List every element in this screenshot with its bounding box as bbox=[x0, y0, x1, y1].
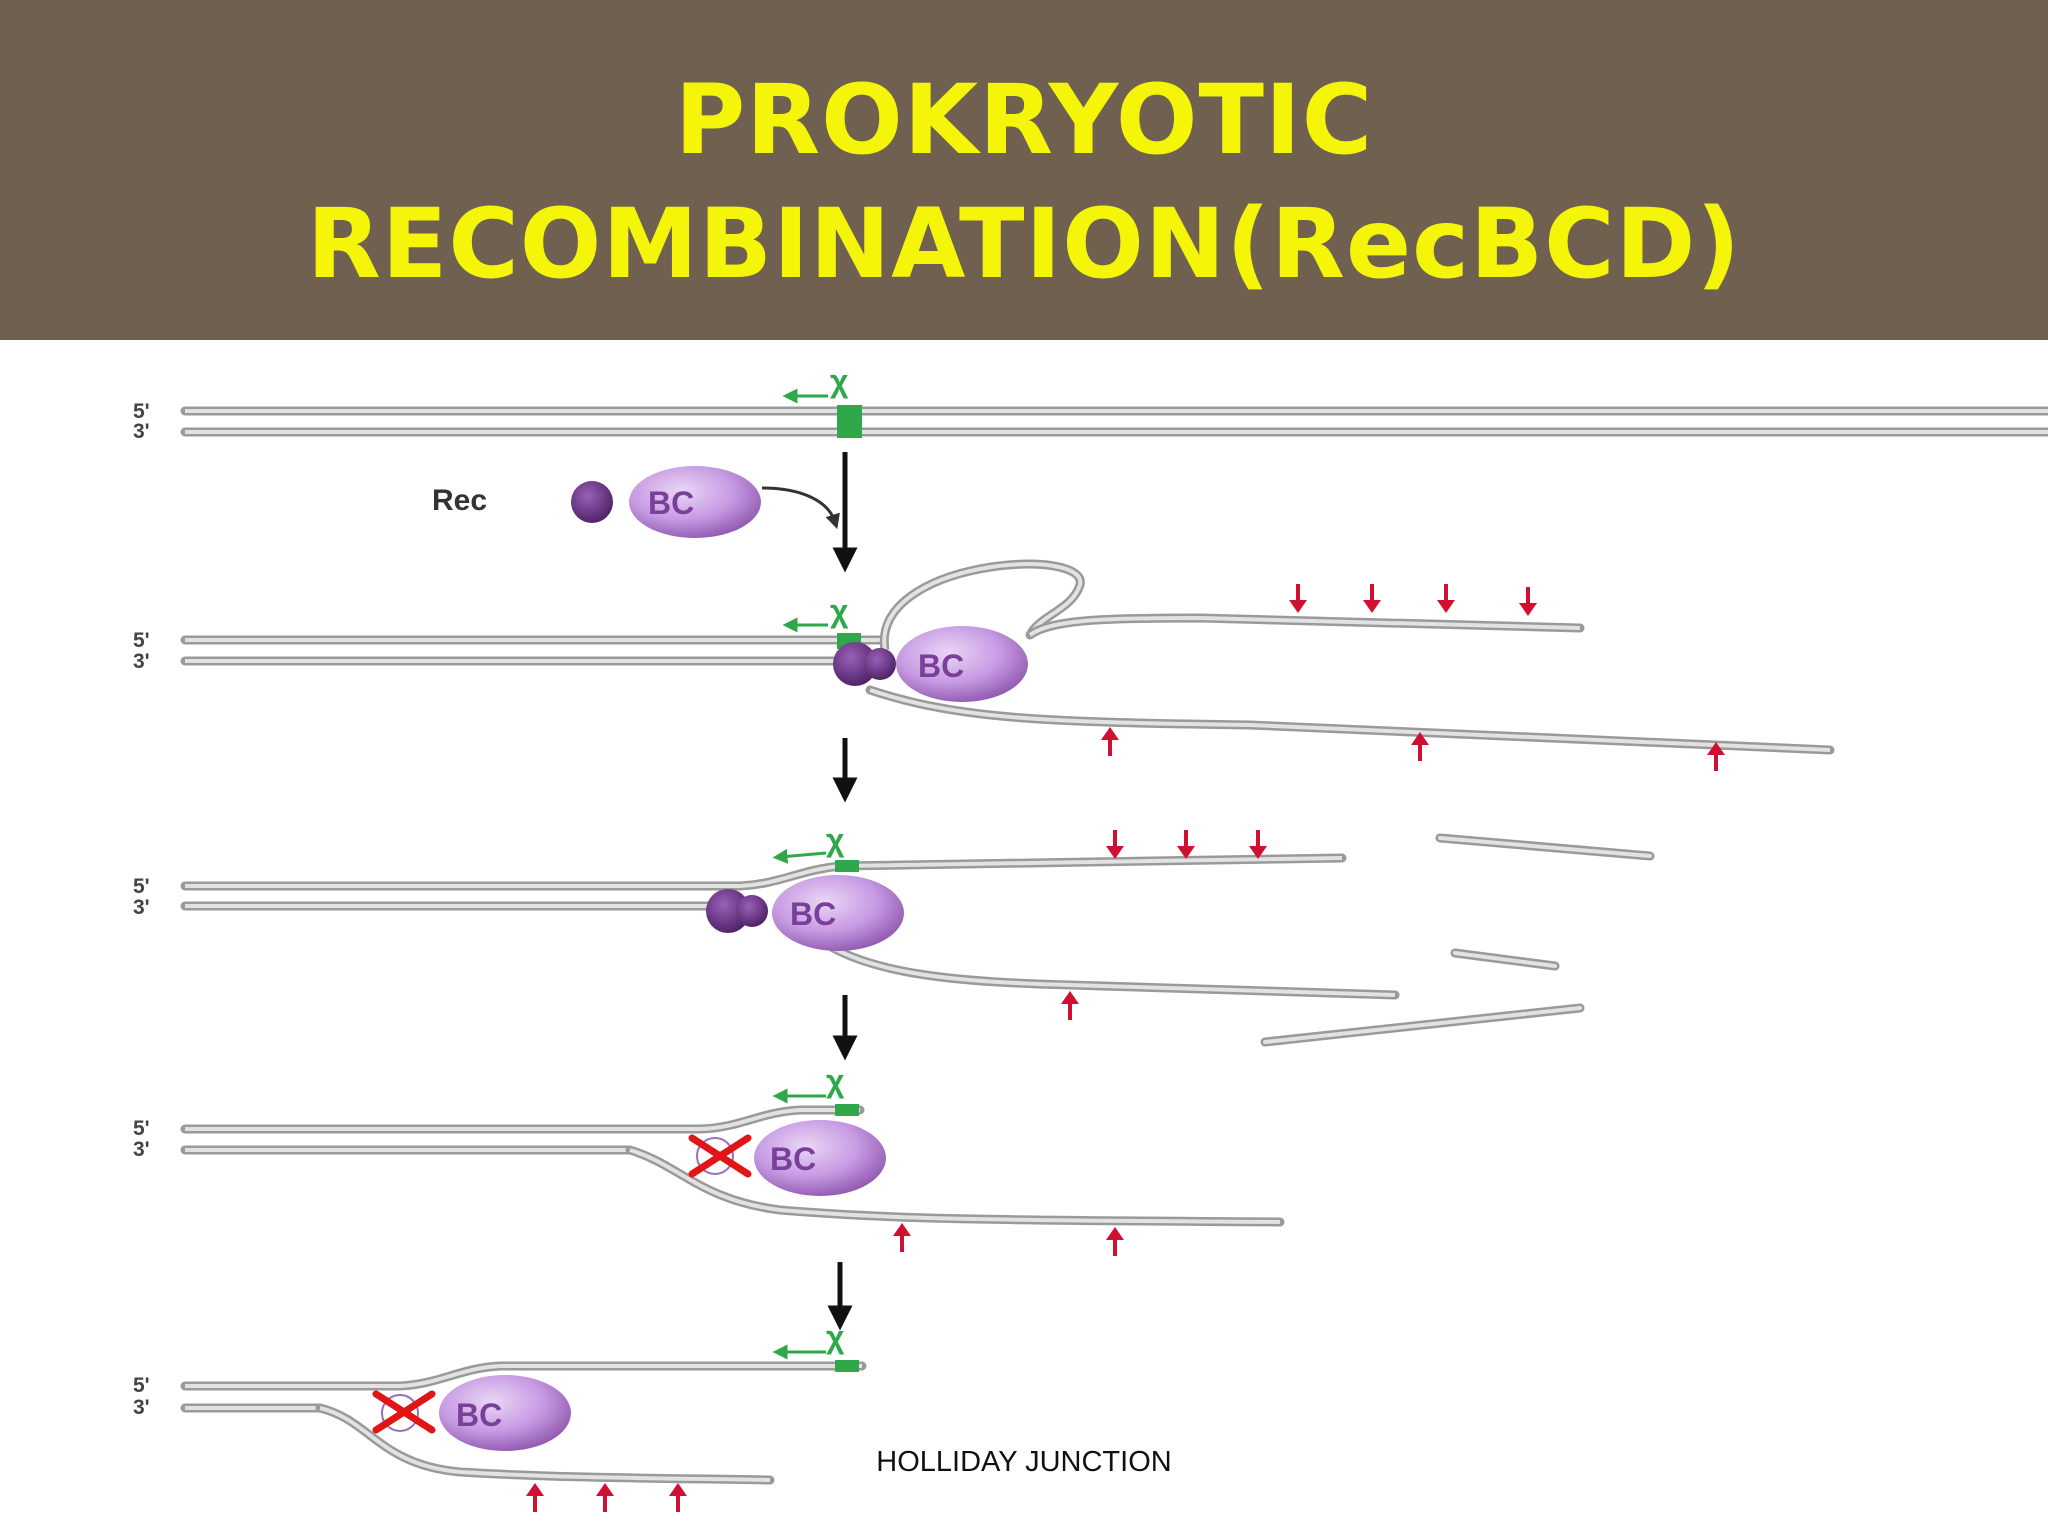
enzyme-label: BC bbox=[918, 648, 964, 684]
recd-inactivated-cross bbox=[688, 1134, 752, 1178]
enzyme-label: BC bbox=[648, 485, 694, 521]
stage-5-overhang: 5' 3' χ BC bbox=[133, 1319, 867, 1514]
five-prime-label: 5' bbox=[133, 400, 150, 423]
recbcd-enzyme: BC bbox=[706, 875, 904, 951]
cut-arrows-bottom bbox=[1059, 989, 1081, 1022]
enzyme-label: BC bbox=[770, 1141, 816, 1177]
five-prime-label: 5' bbox=[133, 1374, 150, 1397]
cut-arrows-bottom bbox=[524, 1481, 689, 1514]
enzyme-label: BC bbox=[456, 1397, 502, 1433]
chi-label: χ bbox=[826, 1063, 845, 1099]
cut-arrows-top bbox=[1287, 582, 1539, 618]
three-prime-label: 3' bbox=[133, 896, 150, 919]
chi-label: χ bbox=[830, 593, 849, 629]
binding-curve-arrow bbox=[761, 486, 840, 530]
slide-title: PROKRYOTIC RECOMBINATION(RecBCD) bbox=[0, 58, 2048, 306]
chi-site bbox=[835, 860, 859, 872]
three-prime-label: 3' bbox=[133, 1396, 150, 1419]
three-prime-label: 3' bbox=[133, 420, 150, 443]
title-line-1: PROKRYOTIC bbox=[674, 64, 1374, 176]
title-bar bbox=[0, 0, 2048, 340]
cut-arrows-bottom bbox=[891, 1221, 1126, 1258]
recbcd-loading: Rec BC bbox=[432, 466, 840, 538]
recd-inactivated-cross bbox=[372, 1390, 436, 1434]
enzyme-label: BC bbox=[790, 896, 836, 932]
chi-label: χ bbox=[826, 822, 845, 858]
five-prime-label: 5' bbox=[133, 629, 150, 652]
chi-label: χ bbox=[826, 1319, 845, 1355]
title-line-2: RECOMBINATION(RecBCD) bbox=[306, 188, 1742, 300]
chi-site bbox=[835, 1104, 859, 1116]
five-prime-label: 5' bbox=[133, 1117, 150, 1140]
stage-1-intact-duplex: 5' 3' χ bbox=[133, 363, 2048, 443]
recbcd-enzyme: BC bbox=[833, 626, 1028, 702]
stage-2-unwinding: 5' 3' χ BC bbox=[133, 559, 1835, 773]
footer-caption: HOLLIDAY JUNCTION bbox=[876, 1446, 1172, 1478]
stage-3-degradation: 5' 3' χ BC bbox=[133, 822, 1655, 1047]
chi-label: χ bbox=[830, 363, 849, 399]
recbcd-pathway-diagram: 5' 3' χ Rec BC 5' 3' bbox=[133, 363, 2048, 1514]
stage-4-chi-recognition: 5' 3' χ BC bbox=[133, 1063, 1285, 1258]
cut-arrows-top bbox=[1104, 828, 1269, 861]
recbcd-enzyme: BC bbox=[688, 1120, 886, 1196]
chi-site bbox=[837, 405, 862, 438]
three-prime-label: 3' bbox=[133, 650, 150, 673]
rec-label: Rec bbox=[432, 484, 487, 517]
recbcd-enzyme: BC bbox=[571, 466, 761, 538]
chi-site bbox=[835, 1360, 859, 1372]
five-prime-label: 5' bbox=[133, 875, 150, 898]
degraded-fragments bbox=[1260, 833, 1655, 1047]
three-prime-label: 3' bbox=[133, 1138, 150, 1161]
recbcd-enzyme: BC bbox=[372, 1375, 571, 1451]
